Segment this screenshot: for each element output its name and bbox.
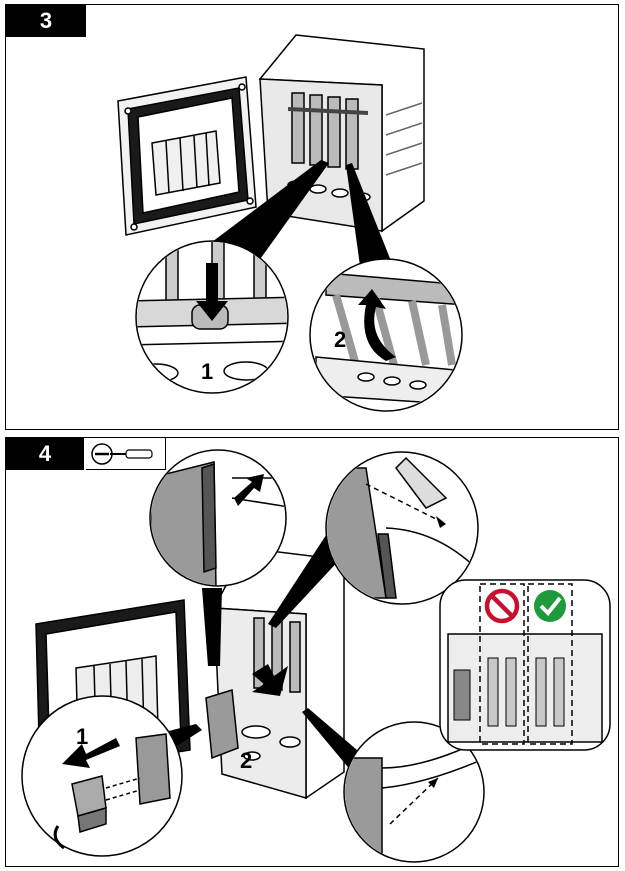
tool-box (86, 438, 166, 470)
detail-circle-press: 1 (135, 240, 289, 394)
arrow-up-right (234, 474, 264, 506)
pointer-wedge-right (346, 163, 391, 273)
arrow-down (196, 263, 228, 321)
detail-circle-connector: 1 (21, 695, 183, 857)
prohibited-icon (484, 588, 520, 624)
step-number-badge: 3 (6, 5, 86, 37)
callout-number-1: 1 (201, 359, 213, 384)
enclosure-door (117, 76, 257, 236)
step-4-illustration: 2 (21, 449, 611, 863)
insertion-path-dashed (365, 483, 447, 525)
callout-number-2: 2 (240, 748, 252, 773)
rotate-arrow (53, 825, 65, 850)
pointer-wedge-top-left (202, 588, 222, 666)
insertion-path-dashed (389, 777, 439, 825)
arrow-curved-up (358, 289, 396, 361)
checkmark-icon (534, 590, 566, 622)
step-number-badge: 4 (6, 438, 84, 470)
callout-number-2: 2 (334, 327, 346, 352)
detail-circle-lift: 2 (309, 258, 463, 412)
enclosure-body (212, 547, 345, 800)
callout-number-1: 1 (76, 724, 88, 749)
detail-circle-rail-top (325, 451, 479, 605)
arrow-insert (252, 664, 288, 696)
screwdriver-icon (91, 443, 153, 465)
orientation-comparison-inset (439, 579, 611, 751)
arrow-pull-left (62, 738, 120, 768)
module-board (205, 689, 239, 760)
step-4-panel: 4 (5, 437, 619, 867)
detail-circle-board-edge (149, 449, 287, 587)
step-3-panel: 3 (5, 4, 619, 430)
step-3-illustration: 1 2 (117, 34, 463, 412)
